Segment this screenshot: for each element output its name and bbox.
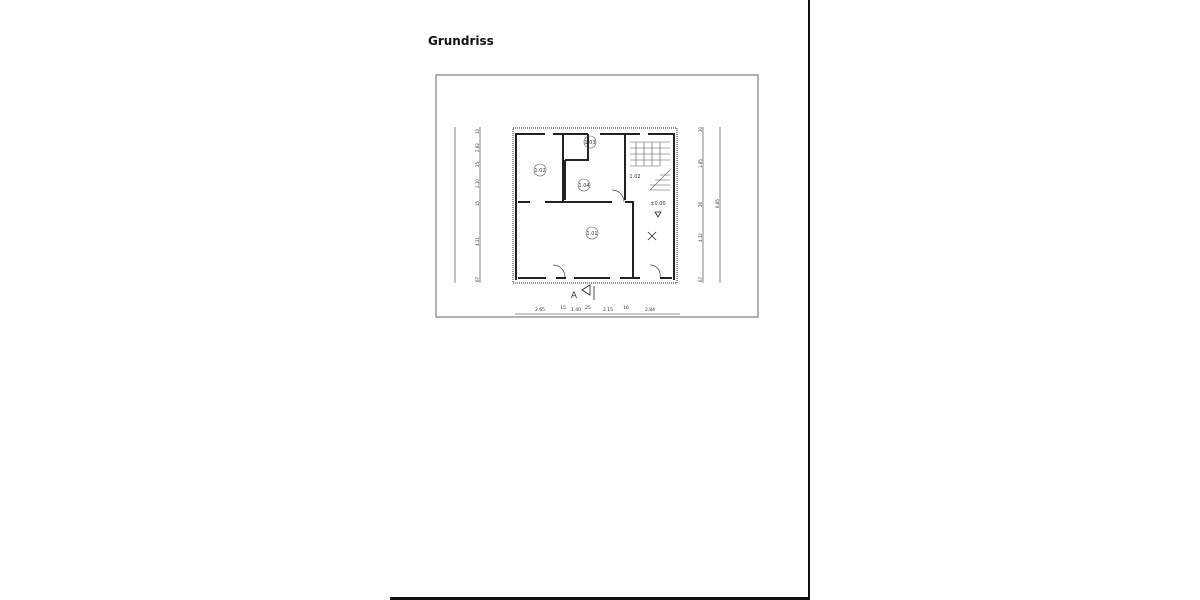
dimension-label: 1.85	[698, 159, 703, 168]
room-label: 1.03	[584, 140, 595, 146]
dimension-label: 6.85	[715, 199, 720, 208]
dimension-label: 16	[623, 305, 629, 311]
room-markers	[533, 135, 599, 240]
dimension-label: 67	[475, 276, 480, 282]
stairs	[630, 141, 671, 191]
floor-plan: 1.03 1.02 1.04 1.01 1.02 ±0.00 A 2.65 15…	[435, 74, 759, 318]
dimension-label: 4.31	[475, 237, 480, 246]
dimension-label: 4.32	[698, 233, 703, 242]
dimension-label: 25	[585, 305, 591, 311]
doors	[552, 189, 661, 278]
dimension-label: 2.82	[475, 143, 480, 152]
dimension-label: 2.65	[535, 307, 545, 313]
walls	[512, 127, 678, 284]
dimension-label: 30	[698, 126, 703, 132]
room-label: 1.01	[586, 231, 597, 237]
dimension-label: 1.40	[571, 307, 581, 313]
dimension-label: 15	[475, 200, 480, 206]
dimension-label: 2.84	[645, 307, 655, 313]
dimension-label: 26	[698, 201, 703, 207]
room-label: 1.04	[578, 183, 589, 189]
section-marker: A	[571, 291, 578, 301]
dimension-label: 2.15	[603, 307, 613, 313]
dimension-label: 25	[475, 161, 480, 167]
plan-frame	[435, 74, 759, 318]
page-heading: Grundriss	[428, 34, 494, 48]
dimension-label: 15	[560, 305, 566, 311]
stair-label: 1.02	[629, 174, 640, 180]
dimension-label: 10	[475, 128, 480, 134]
level-label: ±0.00	[650, 201, 665, 207]
dimension-label: 2.10	[475, 179, 480, 188]
dimension-lines	[454, 127, 721, 315]
room-label: 1.02	[534, 168, 545, 174]
dimension-label: 67	[698, 276, 703, 282]
